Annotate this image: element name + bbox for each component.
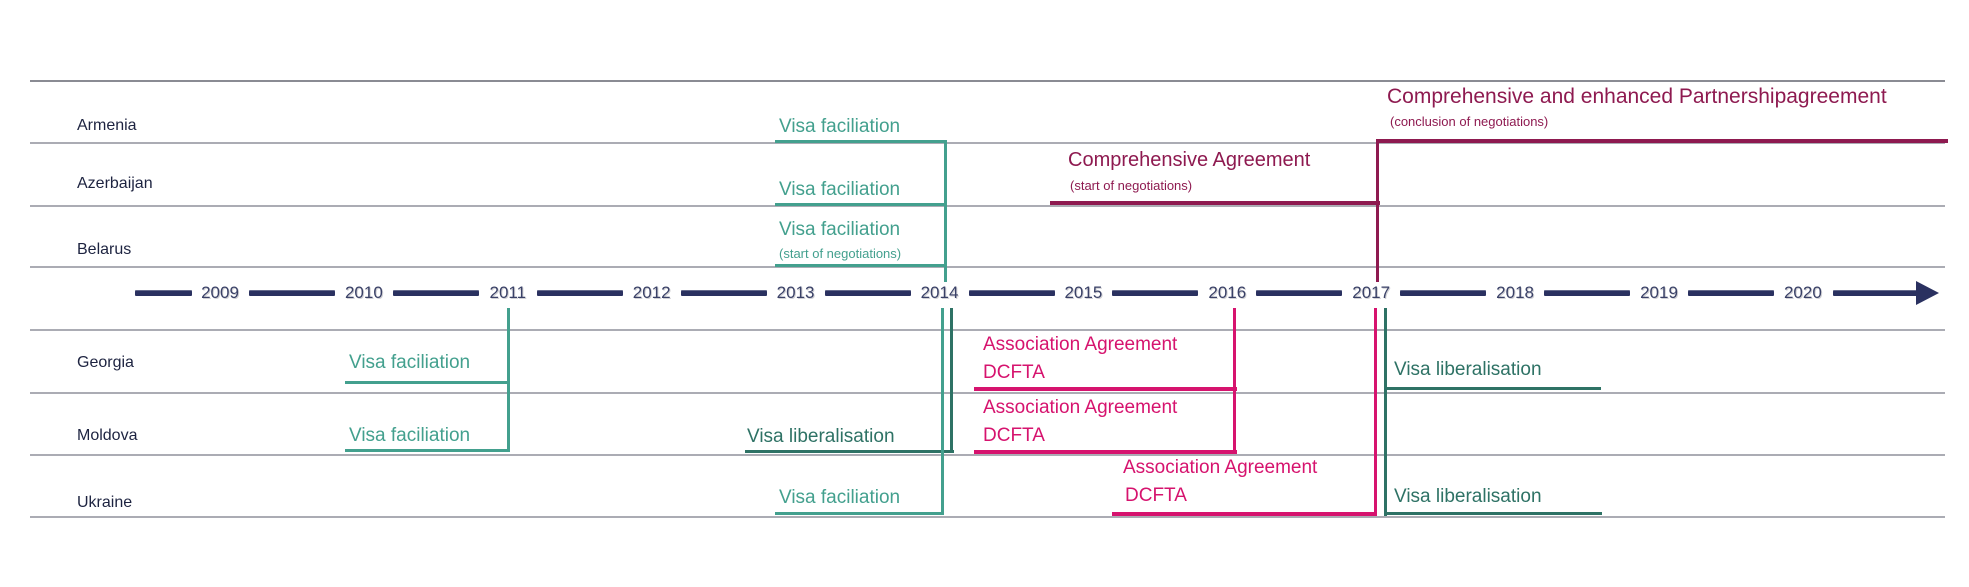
- row-divider-azerbaijan: [30, 205, 1945, 207]
- axis-year-label: 2013: [776, 283, 815, 302]
- event-moldova-aa-dcfta-label: DCFTA: [983, 425, 1045, 446]
- event-ukraine-visa-faciliation-underline: [775, 512, 944, 515]
- event-azerbaijan-visa-faciliation-underline: [775, 203, 947, 206]
- event-georgia-visa-liberalisation-underline: [1384, 387, 1601, 390]
- axis-year-label: 2020: [1783, 283, 1822, 302]
- event-moldova-aa-label: Association Agreement: [983, 397, 1178, 418]
- connector-2016-pink: [1233, 308, 1236, 453]
- event-ukraine-visa-liberalisation-underline: [1384, 512, 1602, 515]
- event-ukraine-aa-underline: [1112, 512, 1377, 516]
- event-azerbaijan-ca-underline: [1050, 201, 1380, 205]
- event-moldova-visa-faciliation-label: Visa faciliation: [349, 425, 471, 446]
- axis-year-label: 2014: [920, 283, 959, 302]
- event-georgia-aa-dcfta-label: DCFTA: [983, 362, 1045, 383]
- event-ukraine-visa-liberalisation-label: Visa liberalisation: [1394, 486, 1542, 507]
- event-georgia-visa-faciliation-label: Visa faciliation: [349, 352, 471, 373]
- event-georgia-aa-underline: [974, 387, 1237, 391]
- connector-2014-lower-teal: [941, 308, 944, 515]
- axis-dash: [536, 290, 623, 296]
- connector-2017-lower-dark-teal: [1384, 308, 1387, 516]
- row-divider-above-georgia: [30, 329, 1945, 331]
- row-divider-georgia: [30, 392, 1945, 394]
- axis-year-label: 2018: [1496, 283, 1534, 302]
- event-belarus-visa-faciliation-underline: [775, 264, 947, 267]
- axis-dash: [680, 290, 767, 296]
- event-azerbaijan-ca-label: Comprehensive Agreement: [1068, 149, 1311, 171]
- row-divider-ukraine: [30, 516, 1945, 518]
- event-armenia-visa-faciliation-label: Visa faciliation: [779, 116, 901, 137]
- event-armenia-cepa-underline: [1376, 139, 1948, 143]
- event-moldova-visa-liberalisation-underline: [745, 450, 954, 453]
- axis-dash: [824, 290, 911, 296]
- axis-dash: [1256, 290, 1343, 296]
- country-label-belarus: Belarus: [77, 241, 132, 258]
- connector-2014-lower-dark-teal: [950, 308, 953, 452]
- event-ukraine-visa-faciliation-label: Visa faciliation: [779, 487, 901, 508]
- axis-year-label: 2012: [632, 283, 671, 302]
- axis-arrowhead-icon: [1916, 281, 1939, 305]
- axis-dash: [1833, 290, 1917, 296]
- event-armenia-cepa-label: Comprehensive and enhanced Partnershipag…: [1387, 85, 1887, 108]
- axis-dash: [1112, 290, 1199, 296]
- event-moldova-visa-liberalisation-label: Visa liberalisation: [747, 426, 895, 447]
- axis-year-label: 2016: [1208, 283, 1247, 302]
- axis-dash: [1688, 290, 1774, 296]
- axis-dash: [135, 290, 192, 296]
- event-ukraine-aa-label: Association Agreement: [1123, 457, 1318, 478]
- event-moldova-visa-faciliation-underline: [345, 449, 510, 452]
- axis-dash: [1544, 290, 1631, 296]
- connector-2014-upper-teal: [944, 140, 947, 282]
- axis-year-label: 2019: [1640, 283, 1678, 302]
- event-georgia-visa-liberalisation-label: Visa liberalisation: [1394, 359, 1542, 380]
- connector-2011-teal: [507, 308, 510, 452]
- event-georgia-visa-faciliation-underline: [345, 381, 510, 384]
- country-label-azerbaijan: Azerbaijan: [77, 175, 153, 192]
- connector-2017-lower-pink: [1374, 308, 1377, 516]
- country-label-moldova: Moldova: [77, 427, 138, 444]
- axis-year-label: 2010: [344, 283, 383, 302]
- country-label-ukraine: Ukraine: [77, 494, 133, 511]
- axis-year-label: 2009: [201, 283, 239, 302]
- axis-dash: [249, 290, 335, 296]
- event-azerbaijan-ca-note: (start of negotiations): [1070, 178, 1193, 193]
- event-belarus-visa-faciliation-note: (start of negotiations): [779, 246, 902, 261]
- event-armenia-cepa-note: (conclusion of negotiations): [1390, 114, 1549, 129]
- axis-dash: [1400, 290, 1487, 296]
- row-divider-moldova: [30, 454, 1945, 456]
- country-label-georgia: Georgia: [77, 354, 134, 371]
- connector-2017-upper-maroon: [1376, 139, 1379, 282]
- axis-dash: [968, 290, 1055, 296]
- event-belarus-visa-faciliation-label: Visa faciliation: [779, 219, 901, 240]
- axis-year-label: 2015: [1064, 283, 1103, 302]
- event-azerbaijan-visa-faciliation-label: Visa faciliation: [779, 179, 901, 200]
- event-georgia-aa-label: Association Agreement: [983, 334, 1178, 355]
- axis-dash: [392, 290, 479, 296]
- axis-year-label: 2011: [489, 283, 527, 302]
- row-divider-belarus: [30, 266, 1945, 268]
- row-divider-armenia: [30, 142, 1945, 144]
- row-divider-top: [30, 80, 1945, 82]
- axis-year-label: 2017: [1352, 283, 1391, 302]
- country-label-armenia: Armenia: [77, 117, 137, 134]
- event-ukraine-aa-dcfta-label: DCFTA: [1125, 485, 1187, 506]
- event-armenia-visa-faciliation-underline: [775, 140, 947, 143]
- event-moldova-aa-underline: [974, 450, 1237, 454]
